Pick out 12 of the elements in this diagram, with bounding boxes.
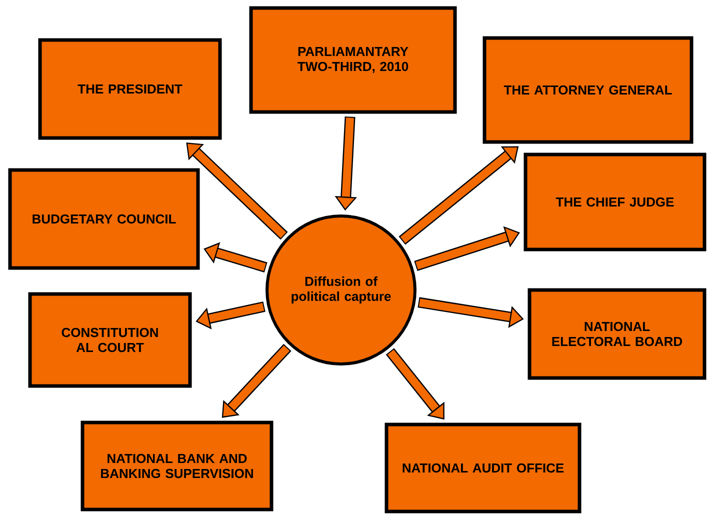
block-arrow xyxy=(414,226,520,271)
process-box: NATIONAL ELECTORAL BOARD xyxy=(528,288,706,380)
process-box: CONSTITUTION AL COURT xyxy=(28,292,192,388)
process-box: NATIONAL BANK AND BANKING SUPERVISION xyxy=(80,420,274,512)
process-box: THE ATTORNEY GENERAL xyxy=(482,36,694,144)
process-box: NATIONAL AUDIT OFFICE xyxy=(384,422,582,514)
process-box: THE PRESIDENT xyxy=(38,38,222,140)
process-box: THE CHIEF JUDGE xyxy=(524,152,706,252)
block-arrow xyxy=(186,142,288,240)
process-box: BUDGETARY COUNCIL xyxy=(8,168,200,270)
block-arrow xyxy=(222,344,292,418)
process-box: PARLIAMANTARY TWO-THIRD, 2010 xyxy=(249,6,457,114)
